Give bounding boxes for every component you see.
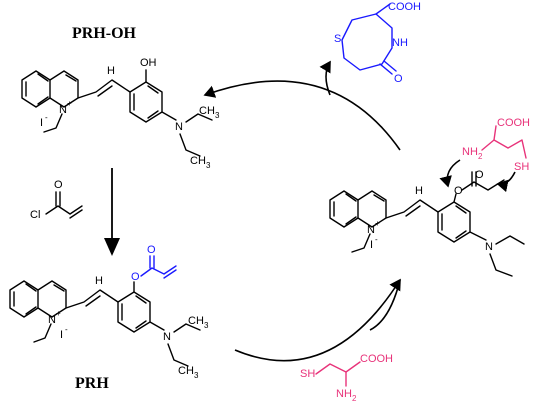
prh-oh-n-plus: N xyxy=(59,104,67,116)
prh-label: PRH xyxy=(75,375,109,392)
intermediate-iodide: I xyxy=(370,239,373,251)
cycle-arc-top xyxy=(203,80,401,151)
prh-ch3-b-sub: 3 xyxy=(194,371,199,380)
product-cooh: COOH xyxy=(388,1,421,13)
prh-oh-ch3-b: CH xyxy=(190,155,206,167)
cysteine-cooh: COOH xyxy=(497,117,530,129)
prh-amine-n: N xyxy=(163,331,171,343)
prh-n-plus: N xyxy=(48,314,56,326)
intermediate-carbonyl-o: O xyxy=(475,169,484,181)
intermediate-structure: N + I - H O O N NH 2 COOH SH xyxy=(329,117,530,277)
prh-oh-ch3-a: CH xyxy=(199,105,215,117)
intermediate-ester-o: O xyxy=(454,185,463,197)
product-s: S xyxy=(334,33,341,45)
intermediate-amine-n: N xyxy=(485,241,493,253)
free-cysteine-nh2: NH xyxy=(336,388,352,400)
acryloyl-chloride: Cl O xyxy=(30,179,83,221)
cycle-arc-bottom xyxy=(234,278,401,362)
intermediate-n-plus: N xyxy=(367,224,375,236)
prh-ch3-b: CH xyxy=(178,365,194,377)
prh-oh-label: PRH-OH xyxy=(72,25,137,42)
thiazepane-product: COOH S NH O xyxy=(334,1,421,85)
prh-h: H xyxy=(95,275,103,287)
prh-ch3-a: CH xyxy=(188,315,204,327)
intermediate-iodide-minus: - xyxy=(375,235,378,244)
arrow-down-head xyxy=(104,238,120,256)
release-arrow xyxy=(319,60,331,96)
free-cysteine-cooh: COOH xyxy=(360,353,393,365)
cysteine-nh2: NH xyxy=(462,146,478,158)
cysteine-sh: SH xyxy=(514,161,529,173)
prh-ch3-a-sub: 3 xyxy=(204,321,209,330)
prh-oh-ch3-a-sub: 3 xyxy=(215,111,220,120)
prh-iodide: I xyxy=(60,329,63,341)
free-cysteine-sh: SH xyxy=(300,368,315,380)
prh-ester-o: O xyxy=(131,271,140,283)
prh-oh-h: H xyxy=(107,65,115,77)
cysteine-nh2-sub: 2 xyxy=(478,152,483,161)
prh-structure: N + I - H O O N CH 3 CH 3 PRH xyxy=(9,244,209,392)
product-o: O xyxy=(394,73,403,85)
prh-oh-structure: PRH-OH N + I - H OH N CH 3 CH 3 xyxy=(21,25,220,170)
prh-plus: + xyxy=(56,309,61,318)
product-nh: NH xyxy=(392,37,408,49)
reagent-o: O xyxy=(54,179,63,191)
prh-oh-oh: OH xyxy=(140,57,157,69)
free-cysteine-nh2-sub: 2 xyxy=(352,394,357,403)
intermediate-h: H xyxy=(415,185,423,197)
prh-oh-amine-n: N xyxy=(175,121,183,133)
prh-oh-iodide: I xyxy=(40,117,43,129)
prh-carbonyl-o: O xyxy=(147,244,156,256)
prh-oh-iodide-minus: - xyxy=(45,113,48,122)
prh-iodide-minus: - xyxy=(65,325,68,334)
prh-oh-plus: + xyxy=(67,99,72,108)
prh-oh-ch3-b-sub: 3 xyxy=(206,161,211,170)
reagent-cl: Cl xyxy=(30,209,40,221)
free-cysteine: SH COOH NH 2 xyxy=(300,353,393,403)
intermediate-plus: + xyxy=(375,219,380,228)
